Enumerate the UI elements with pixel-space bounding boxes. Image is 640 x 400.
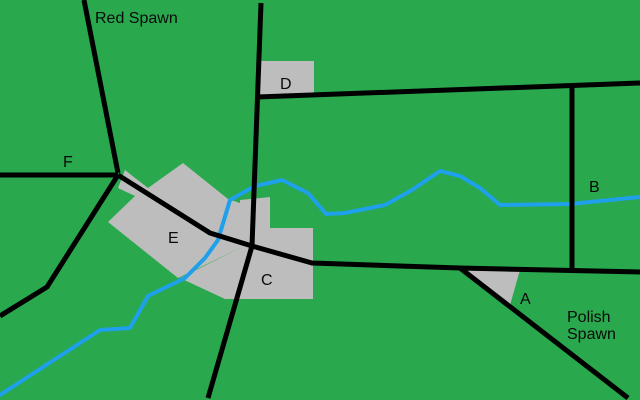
area-d-label: D — [280, 76, 292, 93]
polish-spawn-label: Polish Spawn — [567, 309, 616, 343]
road-north-red-spawn — [81, 0, 121, 174]
point-f-label: F — [63, 154, 73, 171]
road-to-polish-spawn — [458, 266, 630, 400]
area-c-label: C — [261, 272, 273, 289]
area-a-label: A — [520, 291, 531, 308]
area-d — [258, 61, 314, 95]
road-center-east — [116, 172, 640, 275]
point-b-label: B — [589, 179, 600, 196]
red-spawn-label: Red Spawn — [95, 10, 178, 27]
road-southwest — [0, 173, 121, 319]
road-north-south — [205, 2, 264, 399]
road-north-east — [256, 80, 640, 100]
area-e-label: E — [168, 230, 179, 247]
river — [0, 169, 640, 397]
area-c — [180, 197, 313, 299]
